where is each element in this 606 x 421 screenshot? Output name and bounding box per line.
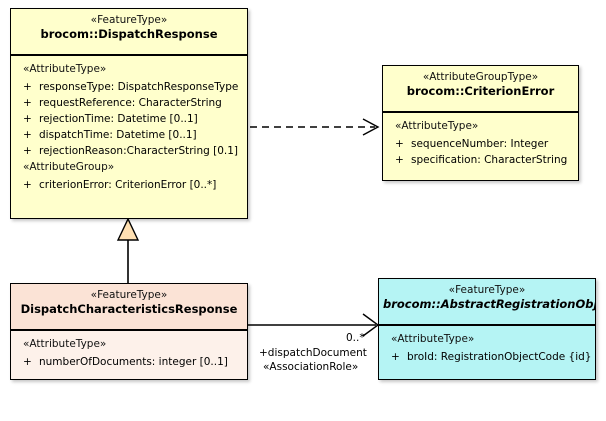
attribute-row[interactable]: + criterionError: CriterionError [0..*] xyxy=(11,177,247,193)
attribute-text: responseType: DispatchResponseType xyxy=(39,81,239,93)
attribute-group-label: «AttributeType» xyxy=(23,63,107,75)
attribute-visibility: + xyxy=(23,113,32,125)
association-multiplicity-label: 0..* xyxy=(346,332,365,344)
class-name: brocom::CriterionError xyxy=(406,84,555,98)
attribute-row[interactable]: + dispatchTime: Datetime [0..1] xyxy=(11,127,247,143)
attribute-row[interactable]: + broId: RegistrationObjectCode {id} xyxy=(379,349,595,365)
class-box-dispatch-characteristics-response[interactable]: «FeatureType» DispatchCharacteristicsRes… xyxy=(10,283,248,380)
attribute-visibility: + xyxy=(395,138,404,150)
class-header-abstract-registration-object: «FeatureType» brocom::AbstractRegistrati… xyxy=(379,279,595,326)
attribute-row[interactable]: + specification: CharacterString xyxy=(383,152,578,168)
class-stereotype: «FeatureType» xyxy=(90,14,168,26)
class-box-abstract-registration-object[interactable]: «FeatureType» brocom::AbstractRegistrati… xyxy=(378,278,596,380)
attribute-group-label: «AttributeType» xyxy=(391,333,475,345)
class-name: brocom::AbstractRegistrationObject xyxy=(383,297,596,311)
class-box-criterion-error[interactable]: «AttributeGroupType» brocom::CriterionEr… xyxy=(382,65,579,181)
association-role-name-label: +dispatchDocument xyxy=(259,347,367,359)
class-name: DispatchCharacteristicsResponse xyxy=(20,302,238,316)
class-body-dispatch-response: «AttributeType» + responseType: DispatchR… xyxy=(11,56,247,199)
class-header-dispatch-response: «FeatureType» brocom::DispatchResponse xyxy=(11,9,247,56)
attribute-visibility: + xyxy=(391,351,400,363)
attribute-visibility: + xyxy=(395,154,404,166)
attribute-text: rejectionReason:CharacterString [0.1] xyxy=(39,145,239,157)
attribute-text: requestReference: CharacterString xyxy=(39,97,222,109)
class-stereotype: «FeatureType» xyxy=(448,284,526,296)
attribute-row[interactable]: + responseType: DispatchResponseType xyxy=(11,79,247,95)
attribute-row[interactable]: + rejectionReason:CharacterString [0.1] xyxy=(11,143,247,159)
class-body-dispatch-characteristics-response: «AttributeType» + numberOfDocuments: inte… xyxy=(11,331,247,376)
attribute-group-label: «AttributeType» xyxy=(23,338,107,350)
association-role-stereotype-label: «AssociationRole» xyxy=(263,361,359,373)
class-stereotype: «FeatureType» xyxy=(90,289,168,301)
dependency-edge xyxy=(250,118,380,136)
class-body-criterion-error: «AttributeType» + sequenceNumber: Integer… xyxy=(383,113,578,174)
attribute-text: dispatchTime: Datetime [0..1] xyxy=(39,129,197,141)
attribute-visibility: + xyxy=(23,97,32,109)
attribute-text: numberOfDocuments: integer [0..1] xyxy=(39,356,228,368)
class-body-abstract-registration-object: «AttributeType» + broId: RegistrationObje… xyxy=(379,326,595,371)
attribute-group-label: «AttributeGroup» xyxy=(23,161,115,173)
class-stereotype: «AttributeGroupType» xyxy=(422,71,539,83)
attribute-row[interactable]: + requestReference: CharacterString xyxy=(11,95,247,111)
attribute-group-label: «AttributeType» xyxy=(395,120,479,132)
attribute-visibility: + xyxy=(23,179,32,191)
attribute-row[interactable]: + numberOfDocuments: integer [0..1] xyxy=(11,354,247,370)
attribute-text: broId: RegistrationObjectCode {id} xyxy=(407,351,592,363)
attribute-text: criterionError: CriterionError [0..*] xyxy=(39,179,217,191)
attribute-text: sequenceNumber: Integer xyxy=(411,138,549,150)
attribute-row[interactable]: + sequenceNumber: Integer xyxy=(383,136,578,152)
attribute-text: rejectionTime: Datetime [0..1] xyxy=(39,113,198,125)
generalization-edge xyxy=(116,217,140,283)
class-header-dispatch-characteristics-response: «FeatureType» DispatchCharacteristicsRes… xyxy=(11,284,247,331)
class-box-dispatch-response[interactable]: «FeatureType» brocom::DispatchResponse «… xyxy=(10,8,248,219)
class-header-criterion-error: «AttributeGroupType» brocom::CriterionEr… xyxy=(383,66,578,113)
attribute-visibility: + xyxy=(23,356,32,368)
attribute-visibility: + xyxy=(23,129,32,141)
attribute-text: specification: CharacterString xyxy=(411,154,568,166)
class-name: brocom::DispatchResponse xyxy=(40,27,218,41)
attribute-visibility: + xyxy=(23,145,32,157)
attribute-visibility: + xyxy=(23,81,32,93)
attribute-row[interactable]: + rejectionTime: Datetime [0..1] xyxy=(11,111,247,127)
